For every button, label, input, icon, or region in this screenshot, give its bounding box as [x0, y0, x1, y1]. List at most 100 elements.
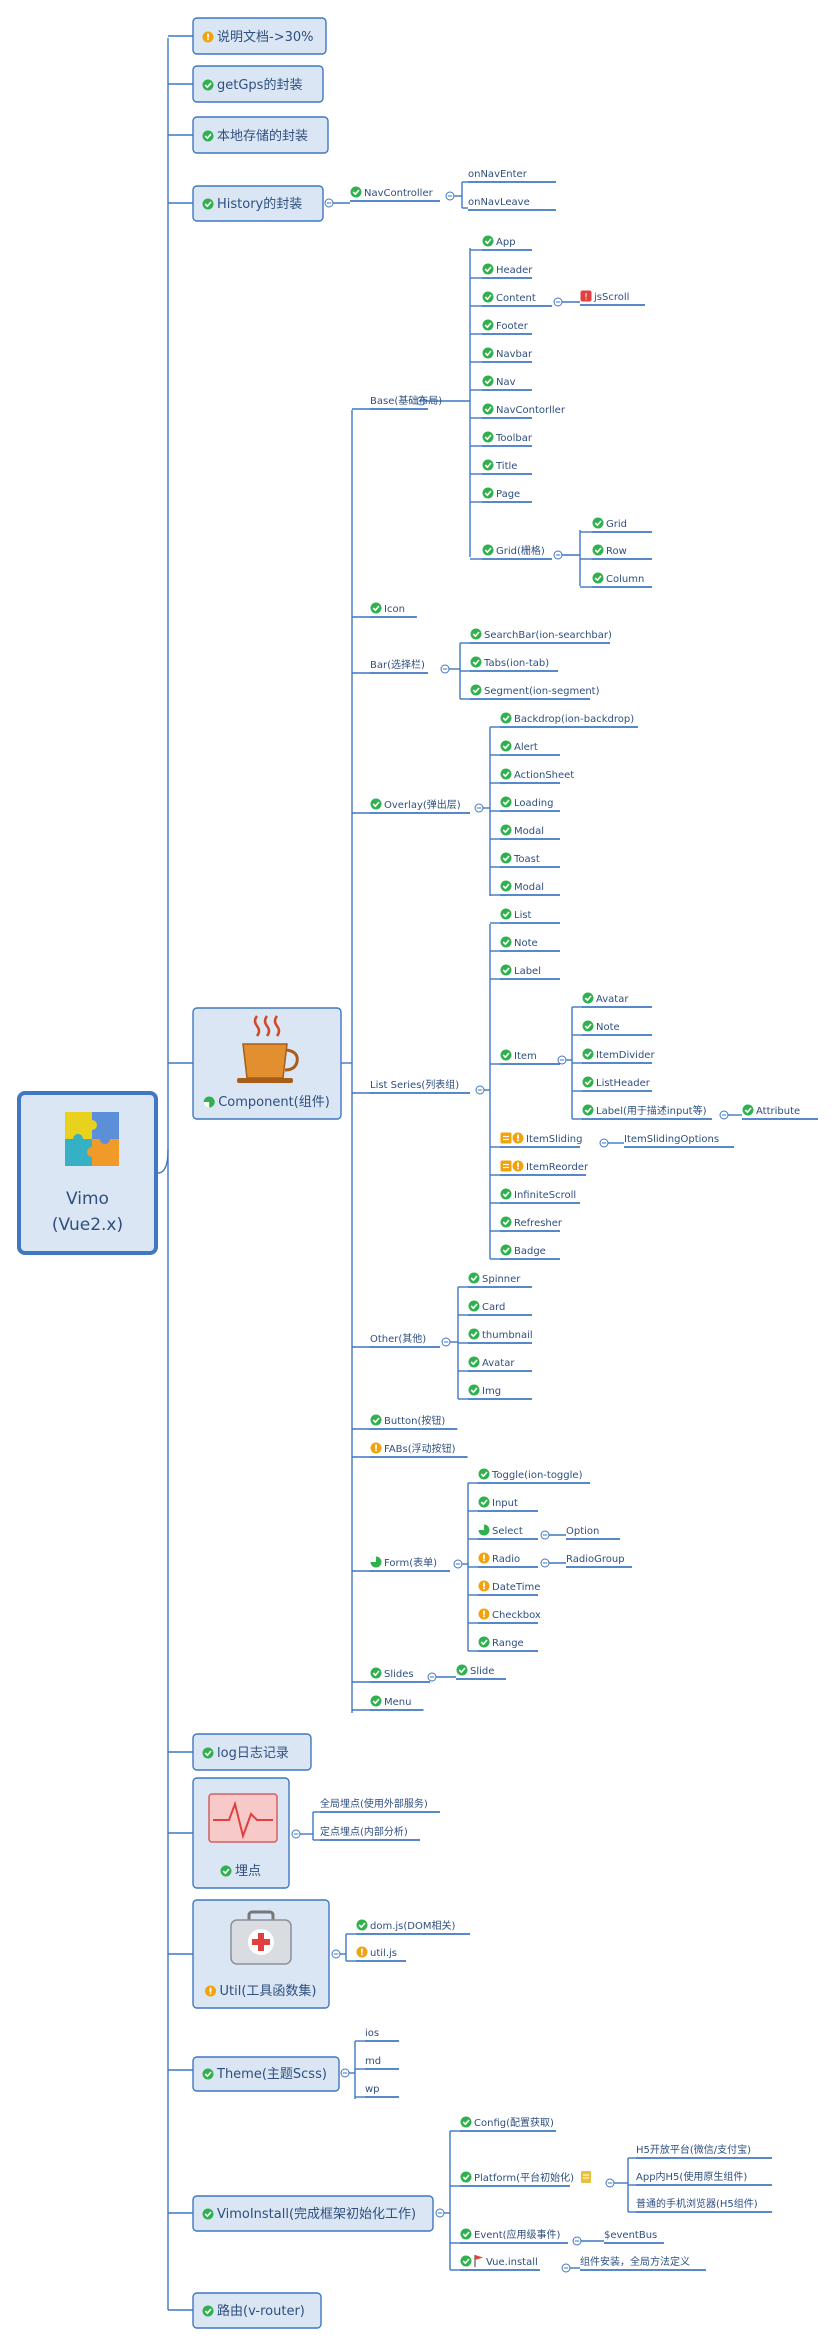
node-platform-item[interactable]: App内H5(使用原生组件) [636, 2170, 772, 2186]
node-list-item[interactable]: InfiniteScroll [500, 1188, 580, 1204]
node-list-item[interactable]: Refresher [500, 1216, 563, 1232]
branch-log[interactable]: log日志记录 [192, 1733, 312, 1771]
branch-install[interactable]: VimoInstall(完成框架初始化工作) [192, 2195, 434, 2232]
collapse-toggle[interactable] [340, 2068, 350, 2078]
node-form-item[interactable]: DateTime [478, 1580, 540, 1596]
node-button[interactable]: Button(按钮) [370, 1414, 458, 1430]
collapse-toggle[interactable] [572, 2236, 582, 2246]
node-other-item[interactable]: Spinner [468, 1272, 532, 1288]
collapse-toggle[interactable] [599, 1138, 609, 1148]
node-slide[interactable]: Slide [456, 1664, 506, 1680]
node-bar-item[interactable]: Segment(ion-segment) [470, 684, 600, 700]
collapse-toggle[interactable] [719, 1110, 729, 1120]
node-theme-item[interactable]: md [365, 2056, 399, 2070]
node-slides[interactable]: Slides [370, 1667, 430, 1683]
node-overlay-item[interactable]: Loading [500, 796, 560, 812]
node-base-item[interactable]: Navbar [482, 347, 533, 363]
node-bar[interactable]: Bar(选择栏) [370, 658, 428, 674]
node-list-item[interactable]: Badge [500, 1244, 560, 1260]
node-item-child[interactable]: Label(用于描述input等) [582, 1104, 712, 1120]
branch-gps[interactable]: getGps的封装 [192, 65, 324, 103]
node-list-item[interactable]: Label [500, 964, 560, 980]
node-menu[interactable]: Menu [370, 1695, 424, 1711]
node-base[interactable]: Base(基础布局) [370, 394, 442, 410]
node-radiogroup[interactable]: RadioGroup [566, 1554, 632, 1568]
node-onnaventer[interactable]: onNavEnter [468, 169, 556, 183]
branch-util[interactable]: Util(工具函数集) [192, 1899, 330, 2009]
node-item-child[interactable]: ListHeader [582, 1076, 652, 1092]
collapse-toggle[interactable] [474, 803, 484, 813]
node-grid-item[interactable]: Column [592, 572, 652, 588]
node-platform-item[interactable]: 普通的手机浏览器(H5组件) [636, 2197, 772, 2213]
node-base-item[interactable]: Toolbar [482, 431, 533, 447]
node-form-item[interactable]: Select [478, 1524, 538, 1540]
node-track-item[interactable]: 定点埋点(内部分析) [320, 1825, 420, 1841]
node-base-item[interactable]: Nav [482, 375, 532, 391]
node-form[interactable]: Form(表单) [370, 1556, 450, 1572]
node-track-item[interactable]: 全局埋点(使用外部服务) [320, 1797, 440, 1813]
node-other-item[interactable]: Avatar [468, 1356, 532, 1372]
collapse-toggle[interactable] [557, 1055, 567, 1065]
collapse-toggle[interactable] [445, 191, 455, 201]
branch-router[interactable]: 路由(v-router) [192, 2292, 322, 2329]
node-eventbus[interactable]: $eventBus [604, 2230, 664, 2244]
root-node[interactable]: Vimo (Vue2.x) [17, 1091, 158, 1255]
collapse-toggle[interactable] [475, 1085, 485, 1095]
node-base-item[interactable]: Header [482, 263, 533, 279]
node-other-item[interactable]: Img [468, 1384, 532, 1400]
node-item-child[interactable]: Note [582, 1020, 652, 1036]
node-overlay[interactable]: Overlay(弹出层) [370, 798, 470, 814]
node-bar-item[interactable]: SearchBar(ion-searchbar) [470, 628, 612, 644]
collapse-toggle[interactable] [324, 198, 334, 208]
node-base-item[interactable]: Footer [482, 319, 532, 335]
node-onnaveleave[interactable]: onNavLeave [468, 197, 556, 211]
node-list-item[interactable]: Item [500, 1049, 560, 1065]
branch-theme[interactable]: Theme(主题Scss) [192, 2056, 340, 2092]
node-base-item[interactable]: App [482, 235, 532, 251]
node-overlay-item[interactable]: Modal [500, 880, 560, 896]
collapse-toggle[interactable] [291, 1829, 301, 1839]
collapse-toggle[interactable] [540, 1530, 550, 1540]
collapse-toggle[interactable] [553, 297, 563, 307]
collapse-toggle[interactable] [605, 2178, 615, 2188]
collapse-toggle[interactable] [440, 664, 450, 674]
node-jsscroll[interactable]: !jsScroll [580, 290, 645, 306]
collapse-toggle[interactable] [331, 1949, 341, 1959]
node-item-sliding-options[interactable]: ItemSlidingOptions [624, 1134, 734, 1148]
node-overlay-item[interactable]: Alert [500, 740, 560, 756]
collapse-toggle[interactable] [441, 1337, 451, 1347]
node-navcontroller[interactable]: NavController [350, 186, 440, 202]
node-event[interactable]: Event(应用级事件) [460, 2228, 568, 2244]
node-option[interactable]: Option [566, 1526, 620, 1540]
node-icon[interactable]: Icon [370, 602, 417, 618]
node-overlay-item[interactable]: Modal [500, 824, 560, 840]
node-overlay-item[interactable]: Backdrop(ion-backdrop) [500, 712, 638, 728]
node-bar-item[interactable]: Tabs(ion-tab) [470, 656, 558, 672]
node-base-item[interactable]: NavContorller [482, 403, 566, 419]
collapse-toggle[interactable] [553, 550, 563, 560]
node-list-item[interactable]: List [500, 908, 560, 924]
branch-history[interactable]: History的封装 [192, 185, 324, 222]
node-fabs[interactable]: FABs(浮动按钮) [370, 1442, 468, 1458]
node-theme-item[interactable]: wp [365, 2084, 399, 2098]
node-item-child[interactable]: ItemDivider [582, 1048, 655, 1064]
node-form-item[interactable]: Input [478, 1496, 538, 1512]
collapse-toggle[interactable] [427, 1672, 437, 1682]
node-base-item[interactable]: Content [482, 291, 552, 307]
node-form-item[interactable]: Radio [478, 1552, 538, 1568]
node-base-item[interactable]: Page [482, 487, 532, 503]
node-theme-item[interactable]: ios [365, 2028, 399, 2042]
branch-track[interactable]: 埋点 [192, 1777, 290, 1889]
node-list-item[interactable]: ItemSliding [500, 1132, 582, 1148]
branch-component[interactable]: Component(组件) [192, 1007, 342, 1120]
node-vue-install-desc[interactable]: 组件安装，全局方法定义 [580, 2255, 706, 2271]
node-base-item[interactable]: Title [482, 459, 532, 475]
node-form-item[interactable]: Toggle(ion-toggle) [478, 1468, 590, 1484]
node-overlay-item[interactable]: ActionSheet [500, 768, 574, 784]
node-grid-item[interactable]: Row [592, 544, 652, 560]
collapse-toggle[interactable] [435, 2208, 445, 2218]
node-platform[interactable]: Platform(平台初始化) [460, 2171, 574, 2187]
node-config[interactable]: Config(配置获取) [460, 2116, 556, 2132]
collapse-toggle[interactable] [453, 1559, 463, 1569]
node-other-item[interactable]: Card [468, 1300, 532, 1316]
